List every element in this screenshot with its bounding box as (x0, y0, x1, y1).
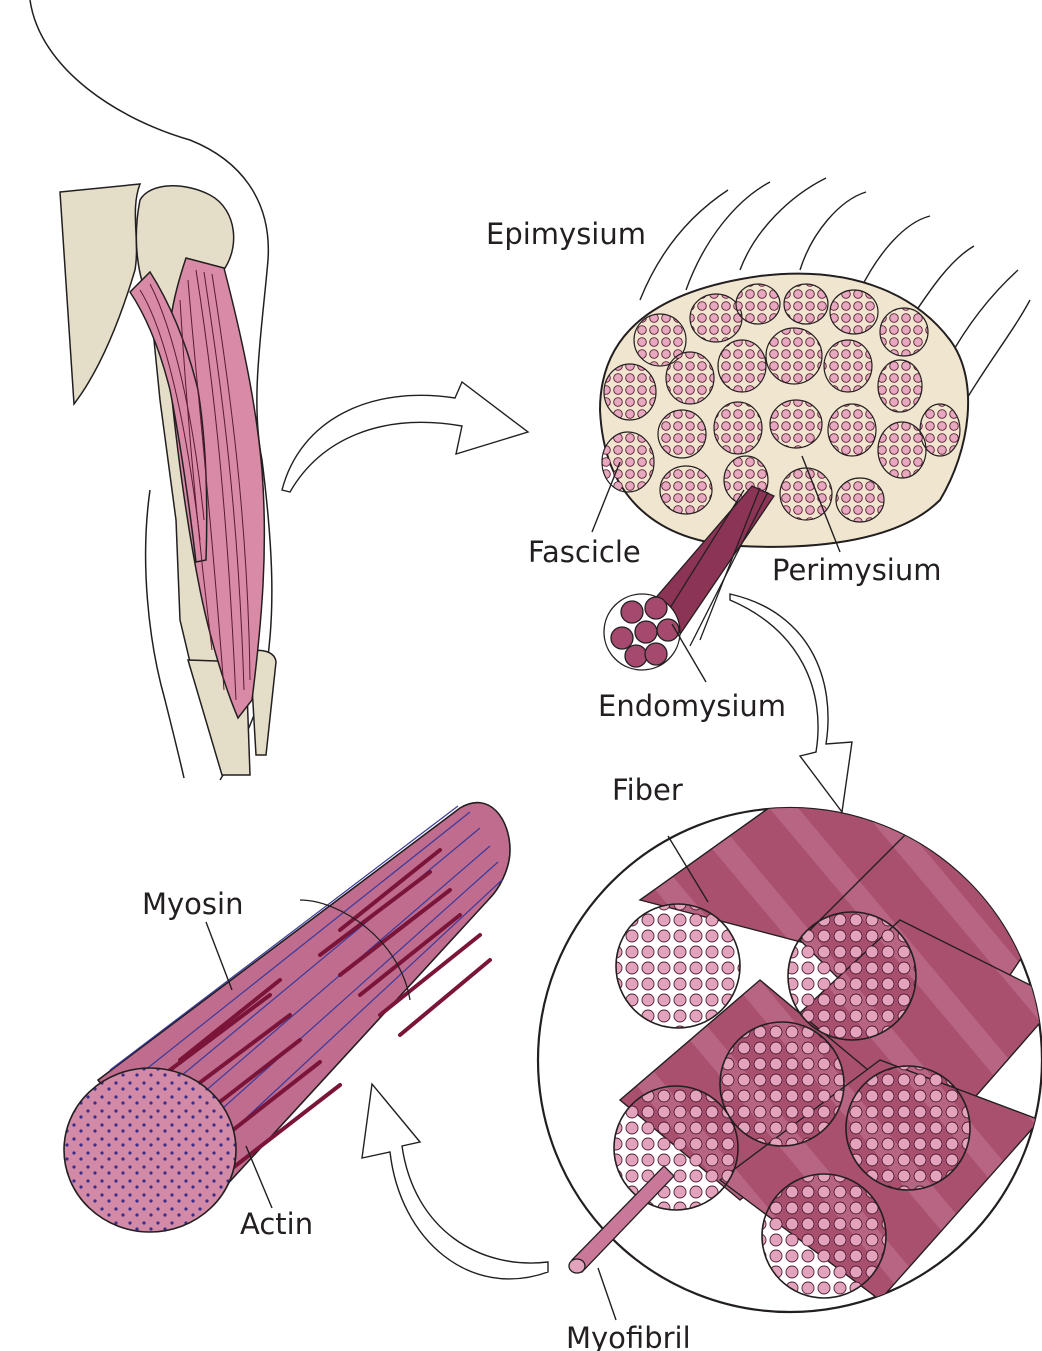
myofibril-end-face (64, 1068, 236, 1232)
label-endomysium: Endomysium (598, 689, 786, 723)
label-actin: Actin (240, 1207, 313, 1241)
myofibril-leader (598, 1268, 616, 1320)
label-myofibril: Myofibril (566, 1321, 691, 1351)
label-fascicle: Fascicle (528, 535, 641, 569)
fiber-end-2 (788, 912, 916, 1040)
fiber-end-1 (616, 904, 740, 1028)
myofibril-cylinder (64, 803, 510, 1232)
fiber-end-5 (846, 1066, 970, 1190)
actin-leader (246, 1146, 272, 1208)
fiber-end-6 (762, 1174, 886, 1298)
fiber-end-3 (720, 1022, 844, 1146)
biceps-muscle (169, 258, 265, 718)
arrow-fiber-to-myofibril (362, 1084, 548, 1279)
muscle-cross-section (592, 178, 1030, 682)
myosin-leader (206, 922, 232, 990)
scapula (60, 184, 140, 404)
label-epimysium: Epimysium (486, 217, 646, 251)
label-perimysium: Perimysium (772, 553, 941, 587)
label-fiber: Fiber (612, 773, 683, 807)
arm-illustration (30, 0, 276, 780)
label-myosin: Myosin (142, 887, 243, 921)
fiber-end-4 (614, 1086, 738, 1210)
fiber-zoom (538, 800, 1042, 1320)
endomysium-leader (672, 624, 706, 682)
arrow-arm-to-section (282, 382, 528, 492)
